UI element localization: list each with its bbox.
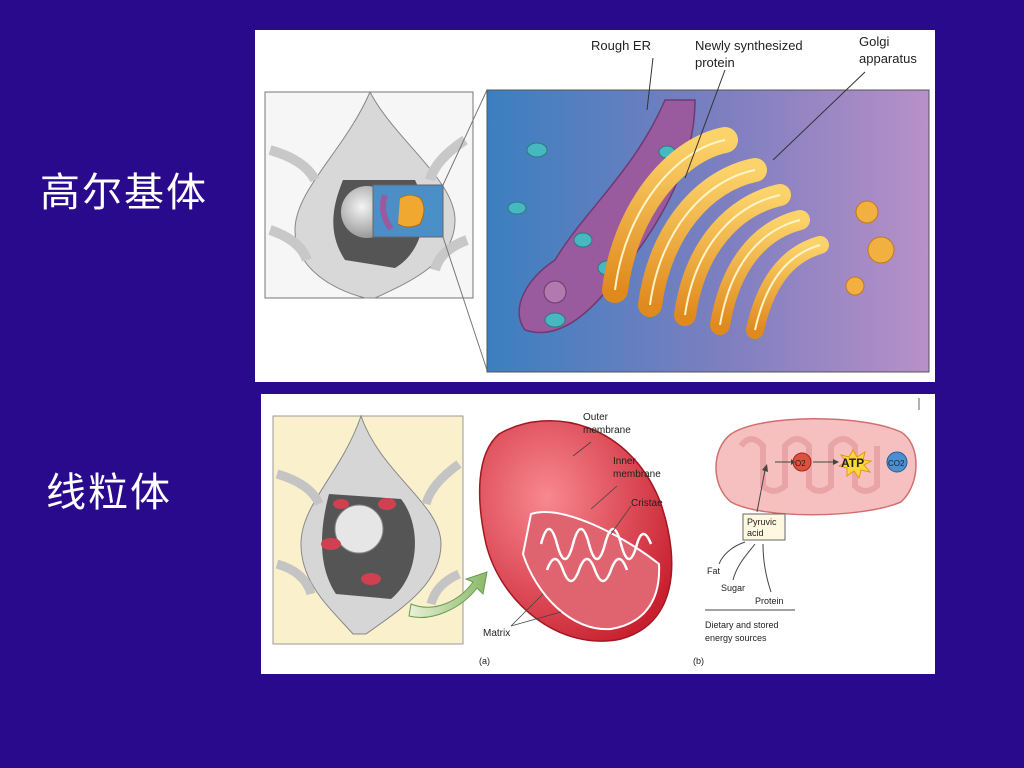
panel-b-label: (b) — [693, 656, 704, 666]
apparatus-label: apparatus — [859, 51, 917, 66]
mitochondria-title: 线粒体 — [46, 470, 172, 516]
golgi-illustration: Rough ER Newly synthesized protein Golgi… — [264, 34, 930, 373]
inner-membrane-label: membrane — [613, 469, 661, 480]
mitochondrion-cutaway — [478, 420, 673, 642]
golgi-label: Golgi — [859, 34, 889, 49]
co2-label: CO2 — [888, 459, 905, 468]
inner-label: Inner — [613, 456, 636, 467]
matrix-label: Matrix — [483, 628, 510, 639]
golgi-enlarged-view — [486, 89, 930, 373]
mitochondria-figure-panel: Outer membrane Inner membrane Cristae Ma… — [261, 394, 935, 674]
energy-sources-label: energy sources — [705, 633, 767, 643]
outer-membrane-label: membrane — [583, 425, 631, 436]
respiration-diagram: O2 ATP CO2 Pyruvic acid Fat Sugar Protei… — [693, 418, 917, 666]
o2-label: O2 — [795, 459, 806, 468]
cell-thumbnail — [264, 90, 474, 299]
mito-cell-thumbnail — [272, 414, 464, 645]
outer-label: Outer — [583, 412, 609, 423]
pyruvic-label: Pyruvic — [747, 517, 777, 527]
cristae-label: Cristae — [631, 498, 663, 509]
dietary-label: Dietary and stored — [705, 620, 779, 630]
pyruvic-acid-box — [742, 513, 786, 541]
golgi-figure-panel: Rough ER Newly synthesized protein Golgi… — [255, 30, 935, 382]
rough-er-label: Rough ER — [591, 38, 651, 53]
newly-synthesized-label: Newly synthesized — [695, 38, 803, 53]
rough-er-shape — [518, 99, 696, 334]
golgi-title: 高尔基体 — [40, 170, 208, 216]
protein-label: protein — [695, 55, 735, 70]
mitochondria-illustration: Outer membrane Inner membrane Cristae Ma… — [272, 398, 920, 666]
co2-circle-icon — [886, 451, 908, 473]
panel-a-label: (a) — [479, 656, 490, 666]
zoom-arrow-icon — [408, 571, 488, 618]
fat-label: Fat — [707, 566, 721, 576]
protein-source-label: Protein — [755, 596, 784, 606]
atp-label: ATP — [841, 456, 864, 470]
acid-label: acid — [747, 528, 764, 538]
sugar-label: Sugar — [721, 583, 745, 593]
